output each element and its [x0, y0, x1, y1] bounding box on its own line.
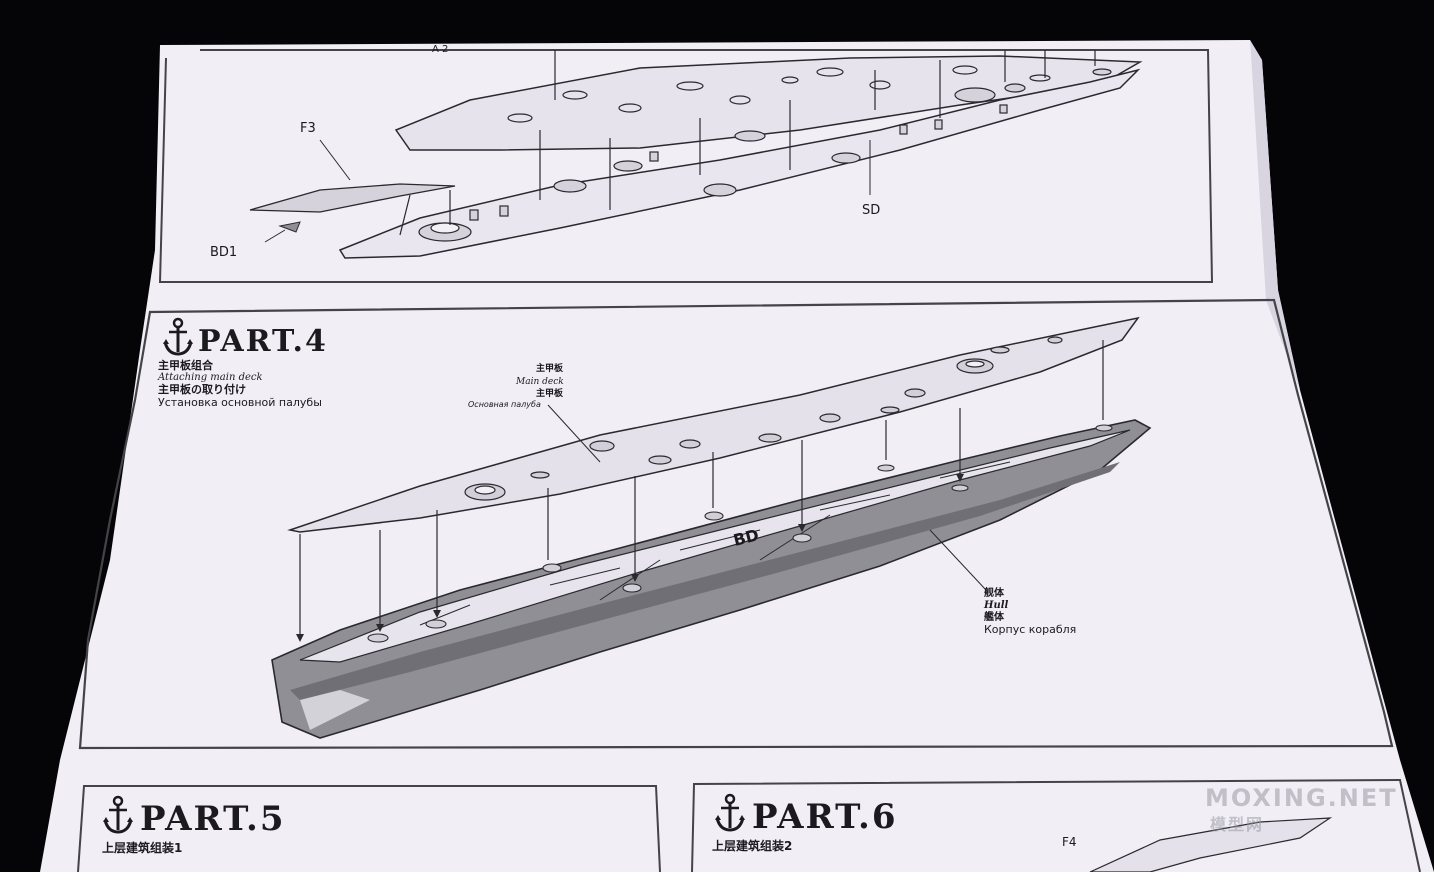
hull-stripe: [290, 462, 1120, 700]
part4-title: PART.4: [198, 324, 328, 359]
part4-en: Attaching main deck: [157, 372, 263, 383]
hull-fittings: [367, 424, 1113, 643]
part5-title: PART.5: [140, 799, 286, 839]
paper-fold-shadow: [1250, 40, 1300, 390]
upper-deck-holes: [507, 65, 1051, 123]
watermark-sub: 模型网: [1210, 815, 1264, 834]
part6-cn: 上层建筑组装2: [712, 838, 792, 853]
lower-deck-details: [418, 68, 1112, 242]
part4-jp: 主甲板の取り付け: [158, 382, 246, 396]
top-panel-frame: [158, 49, 1214, 283]
main-deck: [287, 316, 1140, 533]
hull-deck-opening: [299, 429, 1131, 663]
label-f3: F3: [300, 121, 316, 136]
lower-deck: [338, 68, 1141, 259]
label-sd: SD: [862, 203, 880, 218]
part6-panel: PART.6 上层建筑组装2 F4: [691, 778, 1421, 872]
main-deck-en: Main deck: [515, 377, 564, 387]
main-deck-ru: Основная палуба: [468, 400, 541, 409]
label-f4: F4: [1062, 835, 1077, 849]
part6-frame: [691, 778, 1421, 872]
watermark: MOXING.NET: [1205, 784, 1398, 812]
hull-cn: 舰体: [984, 586, 1005, 599]
top-label: A 2: [432, 44, 448, 55]
part6-deck-sketch: [1089, 817, 1333, 872]
part6-title: PART.6: [752, 797, 898, 837]
top-attachment-lines: [399, 50, 1096, 236]
part4-attachment-lines: [299, 340, 1104, 640]
main-deck-cn: 主甲板: [536, 362, 564, 374]
part-f3: [249, 183, 456, 213]
main-deck-jp: 主甲板: [536, 387, 564, 399]
part4-cn: 主甲板组合: [158, 358, 214, 372]
part4-ru: Установка основной палубы: [158, 396, 322, 409]
label-bd1: BD1: [210, 245, 237, 260]
part5-panel: PART.5 上层建筑组装1: [77, 785, 661, 872]
part4-panel: PART.4 主甲板组合 Attaching main deck 主甲板の取り付…: [78, 298, 1394, 750]
hull-jp: 艦体: [984, 610, 1005, 623]
hull-en: Hull: [983, 600, 1009, 611]
part5-frame: [77, 785, 661, 872]
part5-cn: 上层建筑组装1: [102, 840, 182, 855]
arrow-heads: [296, 474, 964, 642]
hull-bow-highlight: [300, 690, 370, 730]
main-deck-details: [464, 336, 1063, 501]
top-panel: A 2: [158, 44, 1214, 283]
part4-frame: [78, 298, 1394, 750]
part-bd1: [278, 221, 301, 233]
hull-ru: Корпус корабля: [984, 623, 1076, 636]
